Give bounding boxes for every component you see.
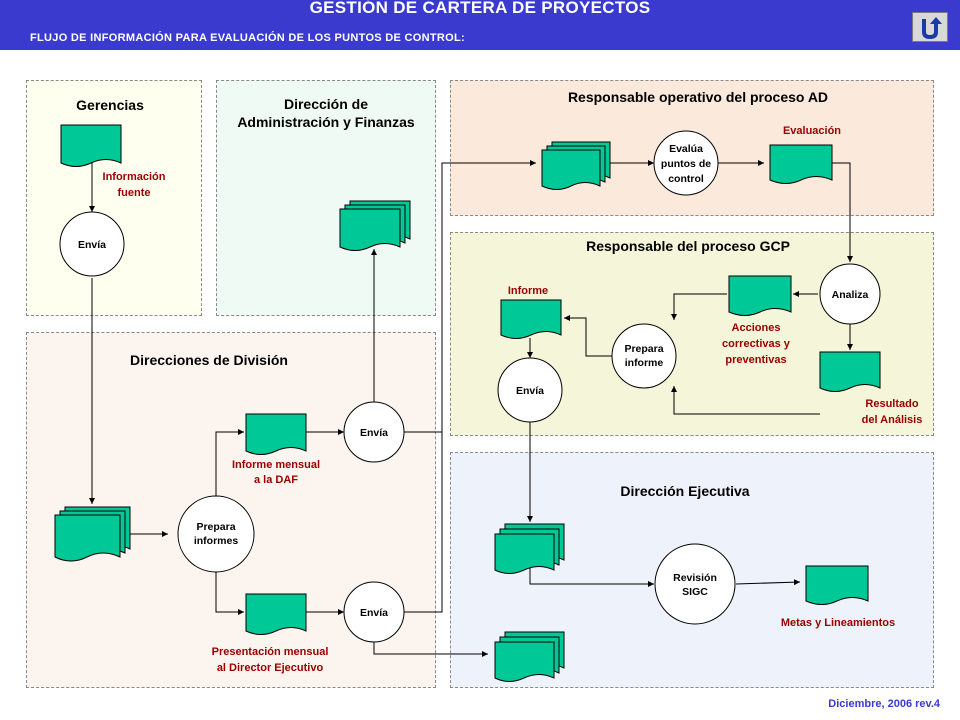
process-revision-line2: SIGC (682, 586, 708, 598)
label-informe: Informe (508, 285, 548, 297)
document-stack-divisiones (54, 506, 131, 562)
flow-prepara-to-informe-doc (564, 315, 612, 357)
label-presentacion-line2: al Director Ejecutivo (217, 662, 324, 674)
document-stack-ad (541, 141, 611, 190)
flow-prepara-to-presentacion (215, 572, 244, 615)
flow-evaluacion-to-analiza (832, 162, 853, 262)
page-title: GESTIÓN DE CARTERA DE PROYECTOS (309, 0, 651, 17)
process-envia-presentacion (343, 581, 405, 643)
document-stack-ejecutiva-2 (494, 631, 565, 682)
label-resultado-line2: del Análisis (862, 414, 923, 426)
document-acciones (728, 275, 792, 316)
document-resultado (819, 351, 881, 392)
footer-date: Diciembre, 2006 rev.4 (828, 698, 940, 710)
flow-envia-to-ad (404, 160, 536, 433)
flow-prepara-to-informe (215, 429, 244, 496)
process-envia-informe (343, 401, 405, 463)
process-evalua-line2: puntos de (661, 158, 711, 170)
process-envia-gerencias (59, 211, 125, 277)
document-informe (500, 299, 562, 339)
process-envia-gcp (497, 357, 563, 423)
flow-envia-to-ejecutiva (373, 642, 488, 657)
document-presentacion-mensual (245, 593, 307, 635)
region-title-daf-line1: Dirección de (284, 96, 368, 112)
process-prepara-informes-line1: Prepara (196, 521, 235, 533)
document-evaluacion (769, 144, 833, 184)
label-acciones-line1: Acciones (732, 322, 781, 334)
label-info-fuente-line1: Información (103, 171, 166, 183)
label-presentacion-line1: Presentación mensual (212, 646, 329, 658)
process-prepara-informe-line2: informe (625, 357, 664, 369)
page-subtitle: FLUJO DE INFORMACIÓN PARA EVALUACIÓN DE … (30, 32, 465, 44)
label-informe-mensual-line2: a la DAF (254, 474, 298, 486)
process-evalua-line3: control (668, 173, 704, 185)
process-prepara-informes-line2: informes (194, 535, 239, 547)
process-envia-gerencias-label: Envía (78, 239, 106, 251)
flow-acciones-to-prepara (671, 293, 727, 320)
region-title-divisiones: Direcciones de División (130, 352, 288, 368)
back-button[interactable] (912, 12, 948, 42)
process-evalua-line1: Evalúa (669, 143, 703, 155)
document-info-fuente (60, 124, 122, 167)
process-revision-line1: Revisión (673, 572, 717, 584)
process-envia-informe-label: Envía (360, 427, 388, 439)
process-revision-sigc (654, 543, 736, 625)
label-info-fuente-line2: fuente (118, 187, 151, 199)
region-title-responsable-gcp: Responsable del proceso GCP (586, 238, 790, 254)
label-informe-mensual-line1: Informe mensual (232, 459, 320, 471)
process-envia-presentacion-label: Envía (360, 607, 388, 619)
label-metas: Metas y Lineamientos (781, 617, 895, 629)
region-title-responsable-ad: Responsable operativo del proceso AD (568, 89, 828, 105)
region-title-gerencias: Gerencias (76, 97, 144, 113)
process-evalua (653, 130, 719, 196)
process-prepara-informe (611, 323, 677, 389)
header-bar: GESTIÓN DE CARTERA DE PROYECTOS FLUJO DE… (0, 0, 960, 50)
region-daf (216, 80, 436, 316)
flow-envia-to-gcp-side (404, 332, 443, 613)
region-gerencias (26, 80, 202, 316)
connectors (89, 160, 853, 657)
document-metas (805, 565, 869, 605)
flow-revision-to-metas (735, 579, 801, 586)
process-prepara-informes (177, 495, 255, 573)
label-acciones-line3: preventivas (725, 354, 786, 366)
region-title-daf-line2: Administración y Finanzas (237, 114, 415, 130)
document-stack-daf (339, 200, 411, 251)
document-informe-mensual (245, 413, 307, 455)
region-title-direccion-ejecutiva: Dirección Ejecutiva (620, 483, 749, 499)
label-resultado-line1: Resultado (865, 398, 918, 410)
label-evaluacion: Evaluación (783, 125, 841, 137)
undo-arrow-icon (922, 17, 942, 40)
process-analiza-label: Analiza (832, 289, 869, 301)
process-envia-gcp-label: Envía (516, 385, 544, 397)
flow-resultado-to-prepara (671, 386, 820, 415)
flow-stack-to-revision (529, 566, 654, 587)
process-prepara-informe-line1: Prepara (624, 343, 663, 355)
process-analiza (819, 263, 881, 325)
document-stack-ejecutiva-1 (494, 523, 565, 574)
label-acciones-line2: correctivas y (722, 338, 791, 350)
